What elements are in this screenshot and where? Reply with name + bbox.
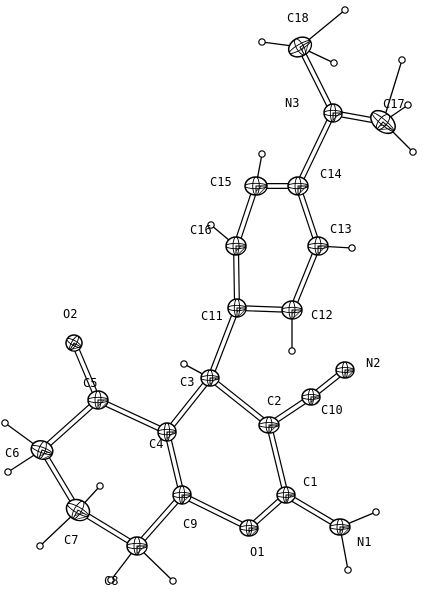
atom-ellipsoid-c7 [65,498,91,522]
atom-ellipsoid-c5 [87,390,109,410]
hydrogen-layer [1,6,417,585]
atom-label-c18: C18 [287,11,309,25]
atom-ellipsoid-c16 [225,236,247,256]
bond-c11-c3 [207,306,240,380]
bond-c5-o2 [71,341,101,402]
bond-c18-n3 [297,45,336,115]
atom-label-c4: C4 [149,437,163,451]
atom-label-c16: C16 [190,223,212,237]
atom-ellipsoid-c8 [126,536,148,556]
atom-ellipsoid-c4 [157,422,177,442]
atom-label-o2: O2 [63,307,77,321]
bond-o1-c9 [180,492,251,531]
hydrogen-atom-1 [258,38,301,48]
atom-ellipsoid-c12 [281,300,303,320]
bond-c13-c12 [289,244,321,312]
atom-ellipsoid-c10 [301,388,321,406]
atom-label-c13: C13 [330,222,352,236]
hydrogen-atom-4 [382,56,406,123]
bond-c3-c4 [164,376,213,434]
atom-ellipsoid-n2 [335,361,355,379]
atom-label-c3: C3 [180,375,194,389]
atom-label-n2: N2 [366,356,380,370]
atom-layer [30,36,396,556]
bond-c9-c8 [134,493,185,548]
bond-c16-c11 [233,245,240,309]
atom-ellipsoid-c2 [258,416,280,434]
atom-ellipsoid-c6 [30,439,54,461]
atom-ellipsoid-c3 [200,369,220,387]
bond-c3-c2 [208,375,271,428]
hydrogen-atom-17 [136,545,177,585]
atom-ellipsoid-c17 [370,109,396,135]
atom-label-o1: O1 [250,545,264,559]
atom-label-c9: C9 [183,517,197,531]
atom-ellipsoid-c11 [227,298,247,318]
atom-ellipsoid-o2 [65,334,83,352]
atom-ellipsoid-o1 [239,519,259,537]
atom-ellipsoid-c9 [172,485,192,505]
atom-ellipsoid-c14 [287,176,309,196]
atom-label-layer: C18 N3 C17 C15 C14 C16 C13 C11 C12 O2 N2… [5,11,405,588]
atom-ellipsoid-n1 [329,518,351,536]
atom-ellipsoid-c15 [244,176,268,196]
bond-c2-c1 [266,424,289,496]
bond-c1-n1 [284,492,342,530]
bond-n3-c14 [295,111,336,188]
atom-ellipsoid-c18 [287,36,313,58]
atom-label-c2: C2 [267,394,281,408]
atom-ellipsoid-n3 [323,103,343,123]
atom-label-c14: C14 [320,167,342,181]
atom-label-n1: N1 [357,535,371,549]
atom-label-c5: C5 [83,376,97,390]
atom-label-c11: C11 [201,309,223,323]
atom-label-n3: N3 [285,96,299,110]
atom-label-c8: C8 [104,574,118,588]
atom-label-c10: C10 [321,403,343,417]
bond-c14-c13 [295,185,321,247]
bond-c15-c16 [233,185,259,247]
atom-label-c12: C12 [311,308,333,322]
atom-label-c1: C1 [303,475,317,489]
atom-label-c17: C17 [383,97,405,111]
bond-c4-c5 [96,397,169,435]
bond-c5-c6 [40,397,100,453]
atom-label-c6: C6 [5,446,19,460]
bond-c9-c4 [164,431,185,496]
atom-ellipsoid-c13 [307,236,329,256]
atom-label-c7: C7 [64,533,78,547]
atom-label-c15: C15 [210,175,232,189]
atom-ellipsoid-c1 [276,486,296,504]
